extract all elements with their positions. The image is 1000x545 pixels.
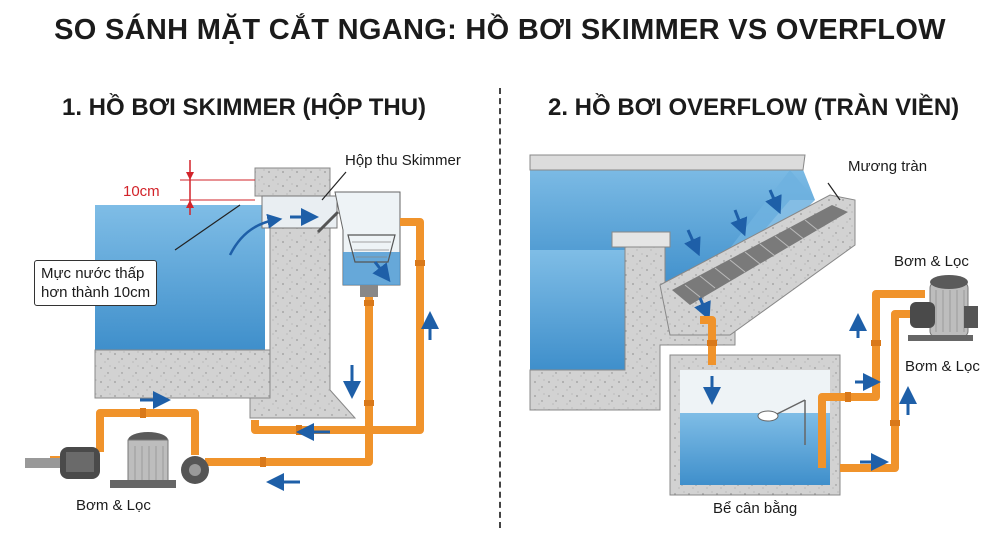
gutter-label: Mương tràn — [848, 158, 928, 175]
pool-water — [530, 162, 815, 290]
water-gap-label: 10cm — [123, 183, 160, 200]
overflow-section-heading: 2. HỒ BƠI OVERFLOW (TRÀN VIỀN) — [548, 94, 960, 121]
pool-floor — [94, 349, 271, 399]
skimmer-filter-pump — [25, 432, 209, 488]
water-level-note-line-1: Mực nước thấp — [41, 265, 145, 282]
skimmer-water — [343, 252, 400, 285]
tank-water — [680, 413, 830, 485]
gutter-grate — [672, 205, 848, 305]
skimmer-outlet — [360, 285, 378, 297]
balance-tank-label: Bể cân bằng — [713, 500, 798, 517]
water-level-note-line-2: hơn thành 10cm — [41, 284, 151, 301]
float-valve — [757, 410, 779, 422]
overflow-filter-pump — [908, 275, 978, 341]
skimmer-section-heading: 1. HỒ BƠI SKIMMER (HỘP THU) — [62, 94, 427, 121]
section-divider — [499, 88, 501, 528]
skimmer-pump-label: Bơm & Lọc — [76, 497, 151, 514]
overflow-pump-label-top: Bơm & Lọc — [894, 253, 969, 270]
front-coping — [611, 231, 671, 248]
skimmer-basket — [347, 234, 396, 263]
pool-wall — [249, 227, 357, 419]
page-title: SO SÁNH MẶT CẮT NGANG: HỒ BƠI SKIMMER VS… — [54, 14, 946, 46]
overflow-pool-diagram — [529, 154, 978, 496]
water-level-note: Mực nước thấp hơn thành 10cm — [34, 260, 158, 306]
skimmer-box-label: Hộp thu Skimmer — [345, 152, 461, 169]
back-coping — [529, 154, 806, 171]
skimmer-pool-diagram — [25, 160, 439, 491]
pool-coping — [254, 167, 331, 197]
overflow-pump-label-side: Bơm & Lọc — [905, 358, 980, 375]
skimmer-weir — [316, 210, 340, 234]
overflow-pipes — [700, 290, 925, 472]
skimmer-pipes — [50, 218, 424, 466]
